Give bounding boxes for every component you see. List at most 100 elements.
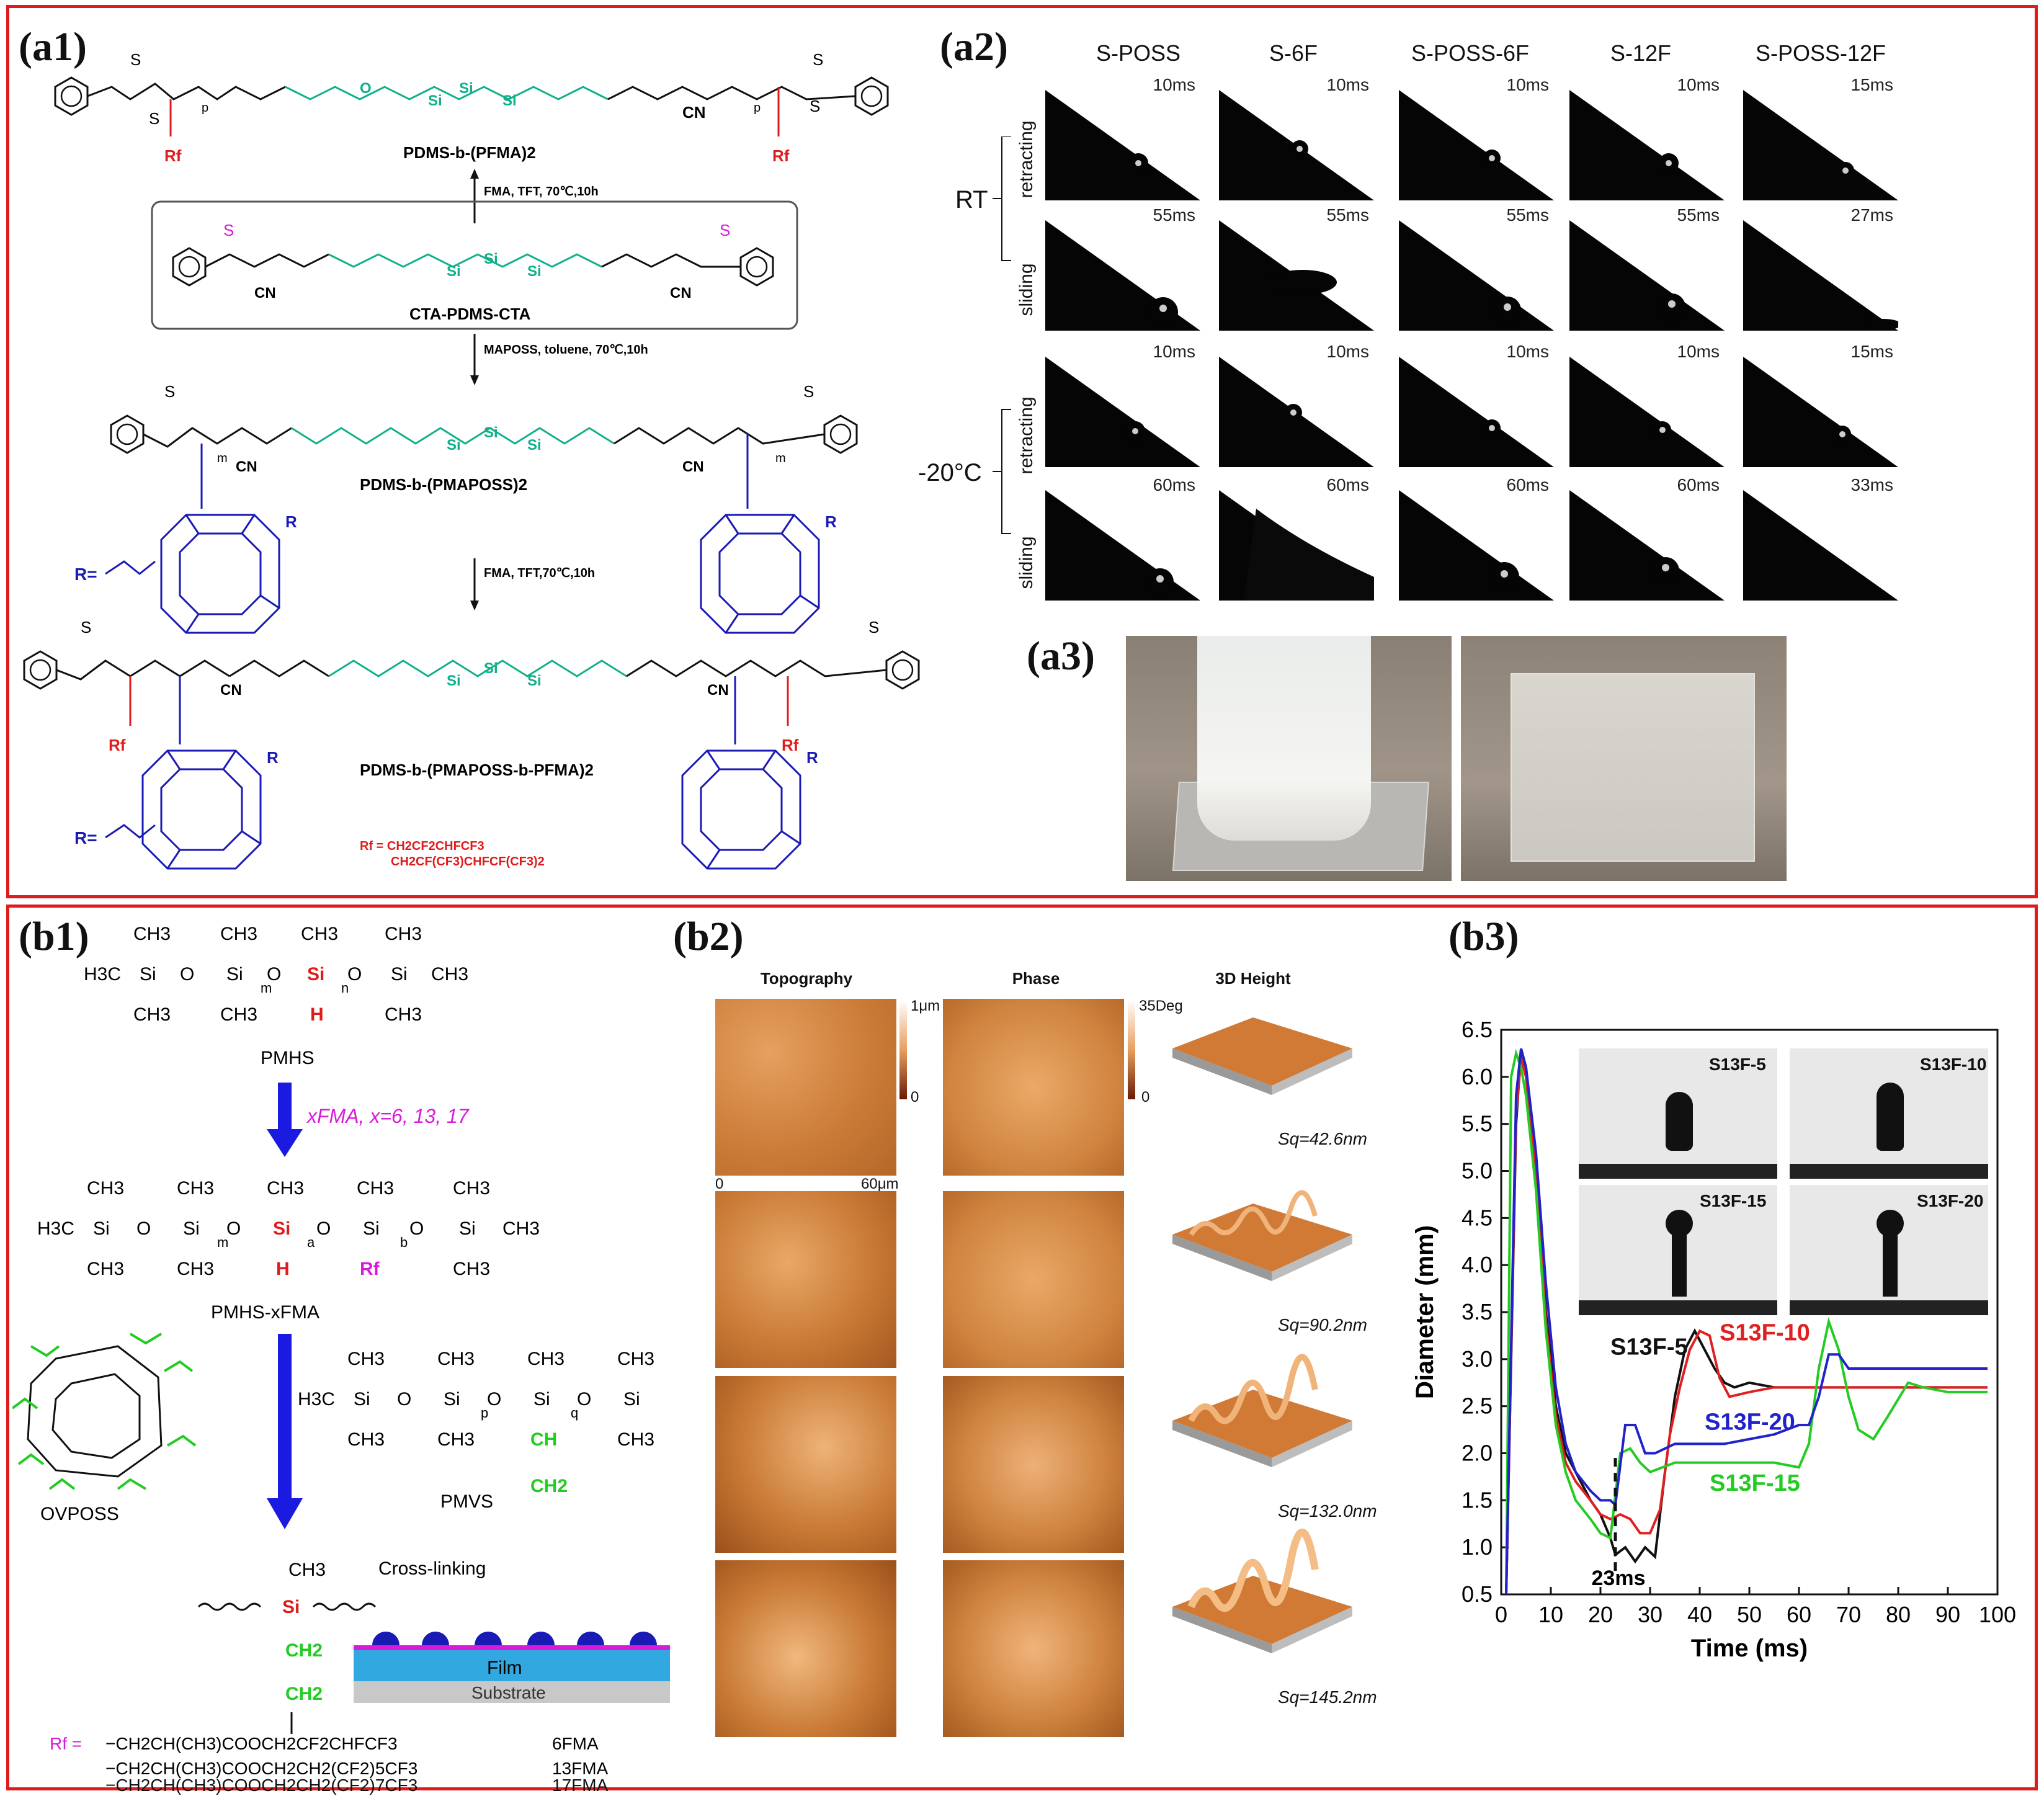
afm-header: Topography (760, 969, 853, 988)
pmhs-name: PMHS (261, 1048, 315, 1068)
phase-scale-min: 0 (1141, 1089, 1150, 1106)
a3-photo-left (1126, 636, 1452, 881)
svg-text:O: O (316, 1218, 331, 1239)
droplet-image: 10ms (1045, 71, 1200, 200)
svg-text:Si: Si (459, 80, 473, 97)
svg-text:CH3: CH3 (385, 1004, 422, 1025)
svg-text:S: S (803, 382, 814, 401)
y-tick-label: 6.5 (1462, 1017, 1493, 1042)
sq-value: Sq=145.2nm (1278, 1687, 1377, 1707)
svg-text:Si: Si (428, 92, 442, 109)
svg-text:CN: CN (682, 458, 704, 475)
afm-3d-plots (1172, 1017, 1352, 1653)
crosslink-structure: CH3 Si CH2 CH2 Cross-linking (197, 1558, 486, 1734)
droplet-image: 33ms (1743, 471, 1898, 601)
pmvs-structure: H3C Si O Si O Si O Si CH3 CH3 CH3 CH3 CH… (298, 1349, 654, 1512)
svg-text:Si: Si (391, 964, 408, 985)
svg-text:CH3: CH3 (267, 1178, 304, 1199)
panel-label-a3: (a3) (1027, 633, 1095, 679)
afm-topography (715, 1191, 896, 1368)
inset-label: S13F-20 (1917, 1191, 1984, 1210)
svg-text:CN: CN (254, 285, 276, 302)
afm-topography (715, 999, 896, 1176)
inset-image: S13F-5 (1579, 1048, 1777, 1179)
svg-text:S: S (149, 109, 159, 128)
afm-header: Phase (1012, 969, 1060, 988)
topo-scale-max: 1μm (911, 998, 940, 1014)
svg-text:m: m (217, 452, 228, 465)
y-axis-label: Diameter (mm) (1411, 1225, 1439, 1399)
droplet-image: 15ms (1743, 71, 1898, 200)
afm-phase (943, 1376, 1124, 1553)
svg-text:S: S (810, 97, 820, 115)
x-tick-label: 80 (1886, 1602, 1911, 1627)
topo-scale-min: 0 (911, 1089, 919, 1106)
svg-text:Si: Si (307, 964, 324, 985)
droplet-image: 15ms (1743, 338, 1898, 467)
svg-text:H3C: H3C (298, 1389, 335, 1410)
svg-text:CH3: CH3 (347, 1429, 385, 1450)
y-tick-label: 2.0 (1462, 1441, 1493, 1466)
svg-text:O: O (409, 1218, 424, 1239)
svg-text:Si: Si (183, 1218, 200, 1239)
svg-text:CH3: CH3 (133, 1004, 171, 1025)
cta-name: CTA-PDMS-CTA (409, 305, 531, 323)
svg-text:O: O (136, 1218, 151, 1239)
droplet-image: 60ms (1569, 471, 1725, 601)
svg-text:H3C: H3C (37, 1218, 74, 1239)
minus20-label: -20°C (918, 459, 982, 486)
svg-text:CH3: CH3 (177, 1178, 214, 1199)
y-tick-label: 6.0 (1462, 1064, 1493, 1089)
svg-text:Si: Si (447, 437, 461, 453)
sq-value: Sq=90.2nm (1278, 1315, 1367, 1334)
svg-text:Rf: Rf (164, 146, 182, 165)
svg-text:CH3: CH3 (133, 924, 171, 944)
svg-text:Si: Si (444, 1389, 460, 1410)
y-tick-label: 1.0 (1462, 1534, 1493, 1560)
pfma-structure: S S S S p p CN O Si Si Si Rf Rf PDMS-b-(… (54, 50, 889, 165)
svg-text:CH3: CH3 (385, 924, 422, 944)
afm-header: 3D Height (1215, 969, 1291, 988)
row-label: sliding (1016, 536, 1037, 589)
svg-text:b: b (400, 1235, 408, 1250)
series-line (1505, 1048, 1988, 1595)
afm-phase (943, 1560, 1124, 1737)
svg-text:Si: Si (484, 660, 498, 677)
panel-label-b3: (b3) (1448, 914, 1519, 959)
col-header: S-POSS-6F (1411, 40, 1530, 66)
svg-text:H: H (310, 1004, 324, 1025)
svg-text:CH3: CH3 (437, 1349, 475, 1369)
inset-label: S13F-15 (1700, 1191, 1767, 1210)
svg-text:CN: CN (236, 458, 257, 475)
svg-text:Rf: Rf (782, 736, 799, 754)
droplet-image: 60ms (1045, 471, 1200, 601)
panel-label-b1: (b1) (19, 914, 89, 959)
ovposs-structure: OVPOSS (12, 1333, 197, 1524)
svg-text:S: S (720, 221, 730, 239)
inset-images: S13F-5 S13F-10 S13F-15 S13F-20 (1579, 1048, 1994, 1321)
series-label: S13F-20 (1705, 1410, 1795, 1436)
row-label: sliding (1016, 263, 1037, 316)
svg-text:Si: Si (527, 263, 542, 280)
svg-text:a: a (307, 1235, 315, 1250)
col-header: S-12F (1610, 40, 1672, 66)
svg-text:CH3: CH3 (87, 1259, 124, 1279)
y-tick-label: 5.5 (1462, 1111, 1493, 1137)
x-tick-label: 70 (1836, 1602, 1861, 1627)
droplet-image: 55ms (1045, 202, 1200, 331)
inset-image: S13F-20 (1790, 1185, 1988, 1315)
svg-text:CH3: CH3 (357, 1178, 394, 1199)
svg-text:CH3: CH3 (453, 1259, 490, 1279)
svg-text:CN: CN (707, 682, 729, 699)
svg-text:CH3: CH3 (220, 924, 257, 944)
y-tick-label: 4.0 (1462, 1252, 1493, 1277)
svg-text:Si: Si (459, 1218, 476, 1239)
svg-text:CH3: CH3 (453, 1178, 490, 1199)
ovposs-name: OVPOSS (40, 1504, 119, 1524)
droplet-image: 55ms (1219, 202, 1374, 331)
svg-text:S: S (81, 618, 91, 637)
x-axis-label: Time (ms) (1691, 1635, 1808, 1662)
svg-text:Film: Film (487, 1658, 522, 1678)
svg-text:Si: Si (447, 672, 461, 689)
